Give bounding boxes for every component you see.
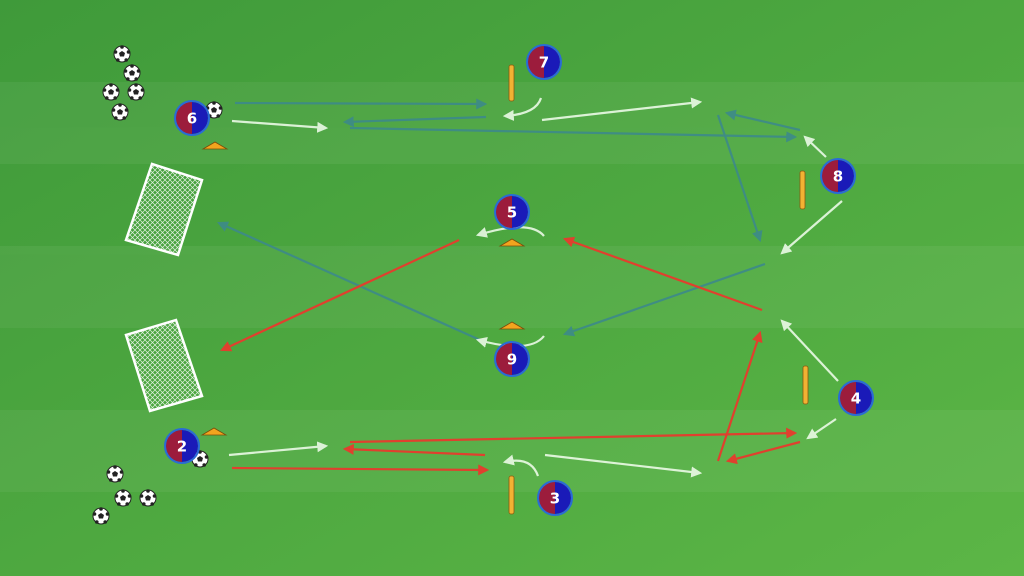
pass-lines-blue [216,98,801,342]
pitch-stripes [0,82,1024,492]
cone-marker-icon [200,427,228,436]
player-number: 6 [187,110,197,128]
cone-marker-icon [201,141,229,150]
player-4: 4 [838,380,874,416]
player-number: 2 [177,438,187,456]
player-9: 9 [494,341,530,377]
player-number: 3 [550,490,560,508]
mannequin-pole-icon [799,170,806,210]
player-2: 2 [164,428,200,464]
mannequin-pole-icon [802,365,809,405]
player-8: 8 [820,158,856,194]
players-layer: 6 7 8 5 9 4 2 3 [164,44,874,516]
player-number: 9 [507,351,517,369]
mannequin-pole-icon [508,64,515,102]
player-number: 8 [833,168,843,186]
cone-marker-icon [498,238,526,247]
pass-lines-red [220,236,801,476]
player-number: 7 [539,54,549,72]
goal-icon [124,162,204,257]
player-3: 3 [537,480,573,516]
goal-icon [124,318,204,413]
player-7: 7 [526,44,562,80]
cone-marker-icon [498,321,526,330]
player-6: 6 [174,100,210,136]
run-lines-white [228,97,843,478]
mannequin-pole-icon [508,475,515,515]
player-5: 5 [494,194,530,230]
player-number: 4 [851,390,861,408]
player-number: 5 [507,204,517,222]
